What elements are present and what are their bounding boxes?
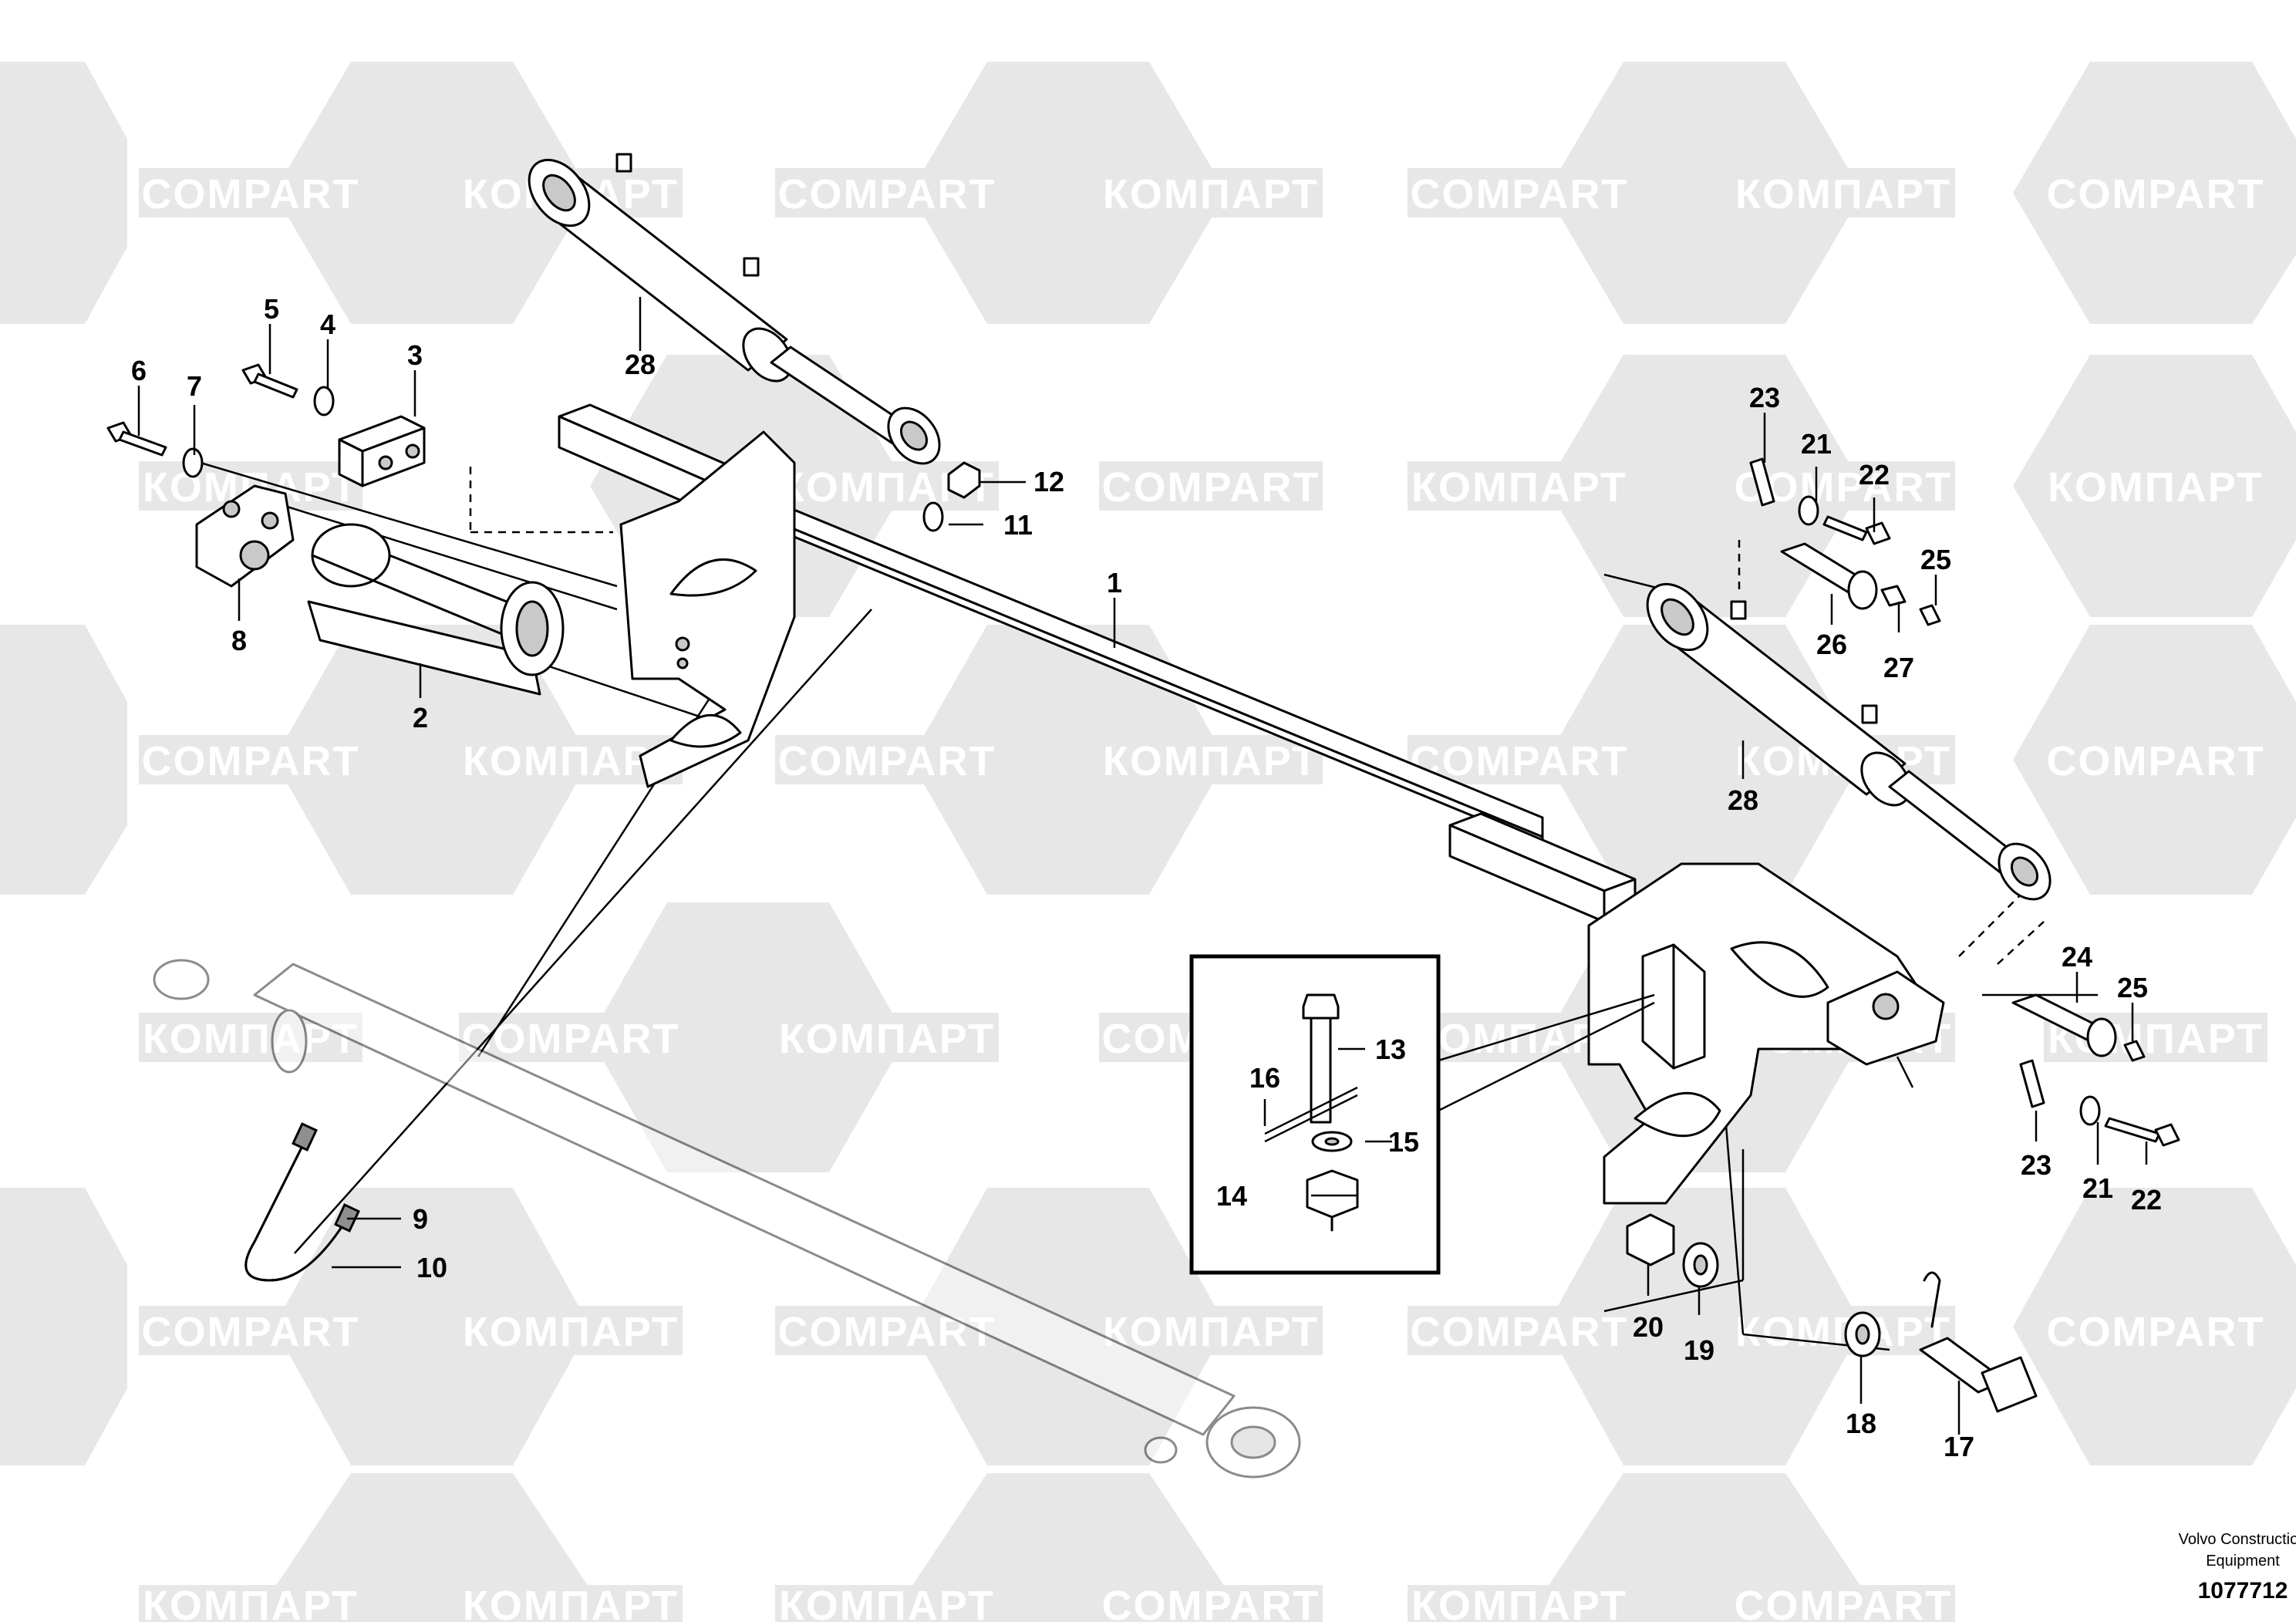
watermark-text: COMPART — [1411, 171, 1629, 218]
lower-cylinder — [153, 959, 1301, 1479]
callout-1: 1 — [1107, 567, 1122, 599]
part-9-10-hose — [244, 1122, 360, 1282]
watermark-text: COMPART — [1411, 1309, 1629, 1355]
callout-25: 25 — [2117, 972, 2148, 1003]
part-3-clamp — [338, 415, 426, 487]
watermark-text: COMPART — [1411, 738, 1629, 784]
watermark-text: КОМПАРТ — [143, 1583, 359, 1622]
watermark-text: COMPART — [142, 738, 360, 784]
callout-8: 8 — [231, 625, 247, 656]
watermark-text: COMPART — [462, 1016, 680, 1062]
watermark-text: КОМПАРТ — [1103, 171, 1319, 218]
left-hardware — [106, 363, 981, 532]
cylinder-28-upper — [528, 153, 941, 465]
watermark-text: COMPART — [778, 738, 996, 784]
watermark-text: КОМПАРТ — [1735, 1309, 1951, 1355]
watermark-text: COMPART — [142, 171, 360, 218]
callout-28: 28 — [1728, 784, 1758, 816]
watermark-text: COMPART — [1102, 1583, 1320, 1622]
drawing-number: 1077712 — [2198, 1578, 2288, 1603]
callout-17: 17 — [1944, 1431, 1974, 1462]
watermark-text: COMPART — [142, 1309, 360, 1355]
callout-25: 25 — [1920, 544, 1951, 575]
watermark-text: COMPART — [2047, 171, 2265, 218]
watermark-text: КОМПАРТ — [463, 1309, 679, 1355]
watermark-text: КОМПАРТ — [1411, 464, 1627, 511]
cylinder-28-right — [1646, 582, 2052, 901]
callout-22: 22 — [1859, 459, 1890, 491]
callout-19: 19 — [1684, 1334, 1714, 1366]
part-2-bushing — [307, 523, 565, 696]
callout-leaders — [137, 297, 2148, 1435]
watermark-text: COMPART — [1735, 1583, 1953, 1622]
callout-2: 2 — [413, 702, 428, 733]
manufacturer-line-2: Equipment — [2206, 1553, 2280, 1570]
detail-inset — [1189, 954, 1655, 1275]
callout-7: 7 — [187, 370, 202, 402]
watermark-text: КОМПАРТ — [1103, 738, 1319, 784]
watermark-text: COMPART — [778, 1309, 996, 1355]
watermark-text: КОМПАРТ — [779, 1016, 995, 1062]
watermark-text: КОМПАРТ — [1411, 1583, 1627, 1622]
right-hardware — [1626, 457, 2180, 1413]
callout-13: 13 — [1375, 1034, 1406, 1065]
watermark-text: КОМПАРТ — [1103, 1309, 1319, 1355]
callout-3: 3 — [407, 339, 423, 371]
callout-9: 9 — [413, 1203, 428, 1235]
right-bracket — [1587, 862, 1945, 1205]
watermark-text: COMPART — [778, 171, 996, 218]
callout-11: 11 — [1003, 509, 1033, 541]
callout-18: 18 — [1846, 1408, 1876, 1439]
callout-15: 15 — [1388, 1126, 1419, 1158]
watermark-text: КОМПАРТ — [779, 1583, 995, 1622]
watermark-layer: COMPART КОМПАРТ COMPART КОМПАРТ COMPART … — [0, 62, 2296, 1622]
callout-28: 28 — [625, 349, 656, 380]
callout-6: 6 — [131, 355, 147, 386]
watermark-text: COMPART — [1102, 464, 1320, 511]
callout-21: 21 — [2082, 1172, 2113, 1204]
part-8-flange — [195, 484, 295, 588]
watermark-hexagons — [0, 62, 2296, 1622]
callout-22: 22 — [2131, 1184, 2162, 1216]
callout-21: 21 — [1801, 428, 1832, 460]
callout-23: 23 — [1749, 382, 1780, 413]
left-bracket — [619, 430, 796, 788]
callout-10: 10 — [416, 1252, 447, 1283]
callout-numbers: 28 12 11 1 3 4 5 6 7 8 2 9 10 23 21 22 2… — [131, 293, 2162, 1462]
callout-5: 5 — [264, 293, 279, 325]
callout-20: 20 — [1633, 1311, 1664, 1343]
watermark-text: КОМПАРТ — [2048, 464, 2264, 511]
callout-14: 14 — [1216, 1180, 1247, 1212]
callout-23: 23 — [2021, 1149, 2052, 1181]
callout-24: 24 — [2062, 941, 2092, 973]
callout-4: 4 — [320, 309, 335, 340]
watermark-text: КОМПАРТ — [1735, 171, 1951, 218]
callout-26: 26 — [1816, 629, 1847, 660]
watermark-text: КОМПАРТ — [463, 1583, 679, 1622]
manufacturer-line-1: Volvo Construction — [2179, 1531, 2296, 1548]
watermark-text: COMPART — [2047, 738, 2265, 784]
watermark-text: КОМПАРТ — [143, 1016, 359, 1062]
drawing-footer: Volvo Construction Equipment 1077712 — [2179, 1531, 2296, 1603]
callout-27: 27 — [1883, 652, 1914, 683]
watermark-text: COMPART — [2047, 1309, 2265, 1355]
callout-12: 12 — [1033, 466, 1064, 497]
callout-16: 16 — [1249, 1062, 1280, 1094]
